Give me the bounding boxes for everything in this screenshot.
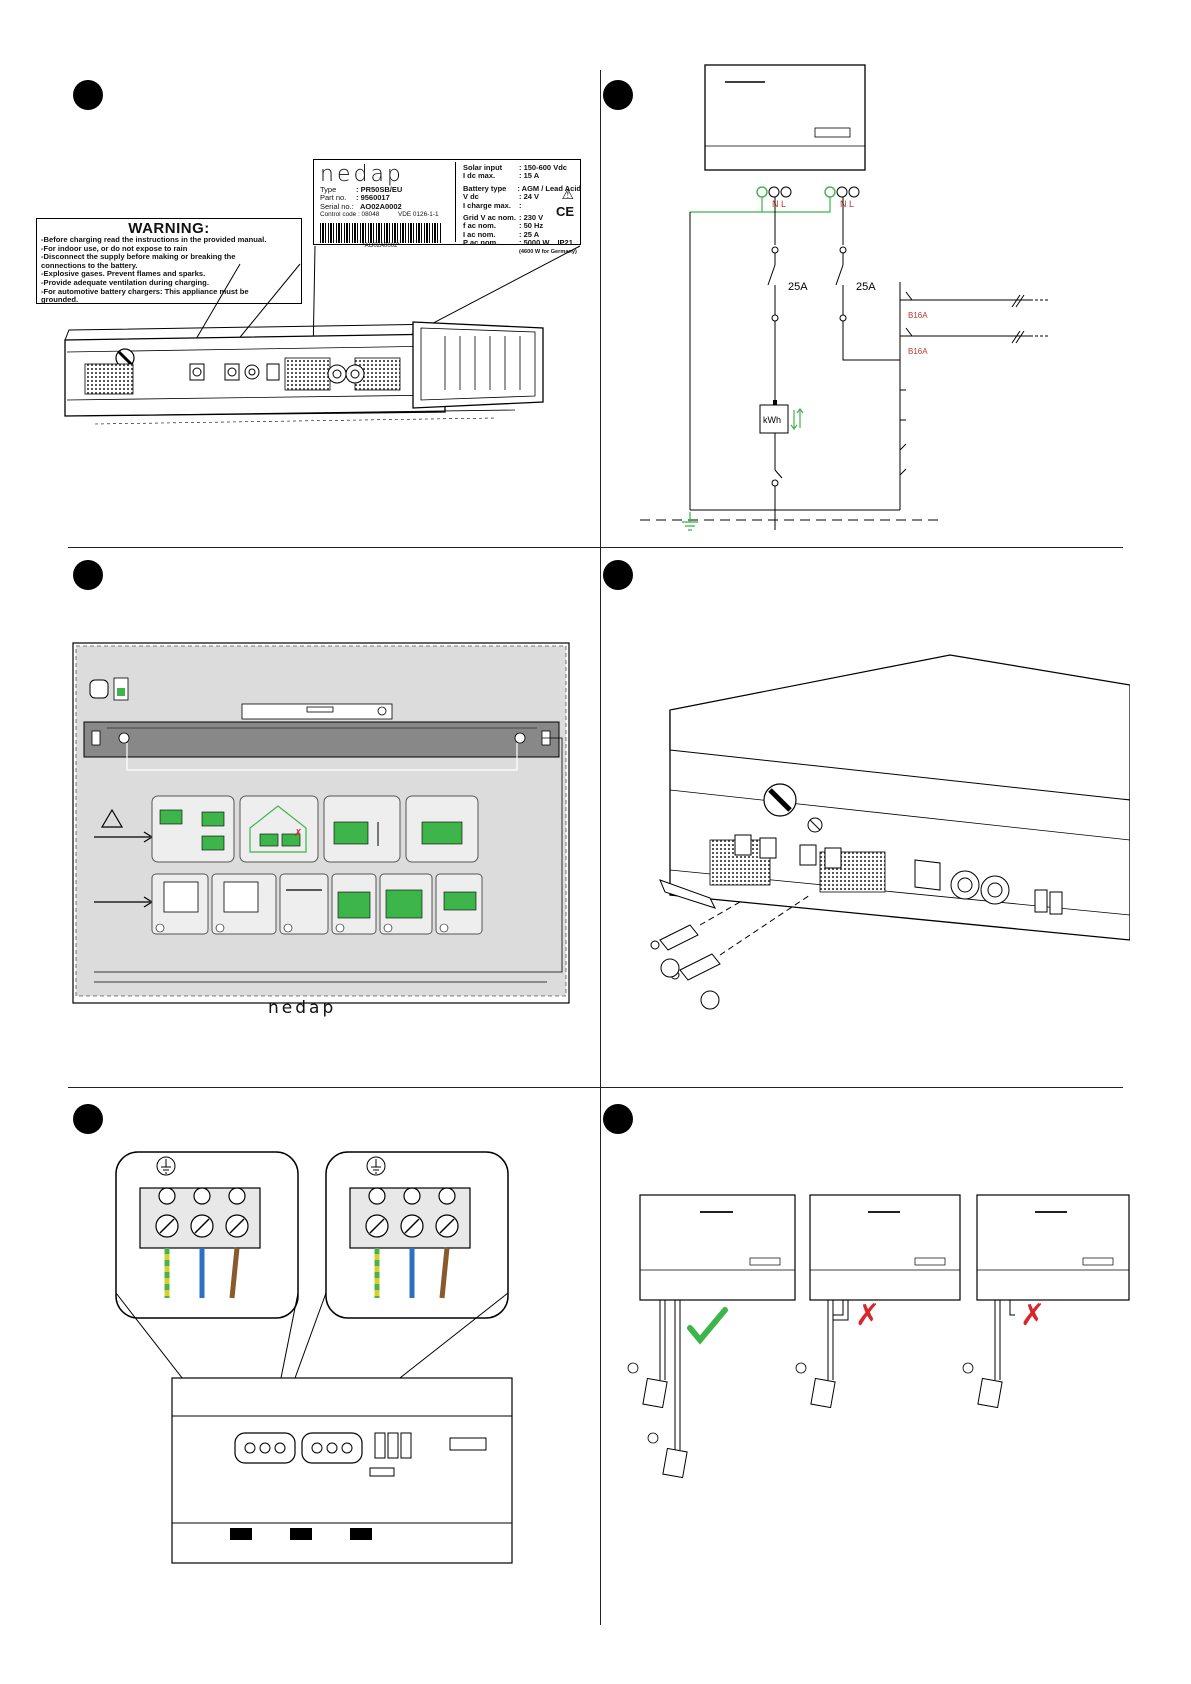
inverter-wrong-2: ✗ <box>962 1194 1130 1409</box>
solar-panel-icon <box>795 1362 836 1409</box>
inverter-unit <box>704 64 866 171</box>
warning-triangle-icon <box>100 808 124 828</box>
warning-line: -For automotive battery chargers: This a… <box>41 286 249 296</box>
control-key: Control code <box>320 211 357 219</box>
house-icon <box>249 805 307 853</box>
ground-icon <box>682 512 698 531</box>
warning-label: WARNING: -Before charging read the instr… <box>36 218 302 304</box>
serial-value: AO02A0002 <box>360 201 402 211</box>
spec-value: : 150-600 Vdc <box>519 163 567 172</box>
checkmark-icon <box>687 1307 728 1345</box>
spec-key: P ac nom. <box>463 238 499 248</box>
warning-line: grounded. <box>41 295 79 305</box>
earth-terminal-icon <box>756 186 768 198</box>
part-value: : 9560017 <box>356 193 390 203</box>
spec-key: I charge max. <box>463 200 511 210</box>
horizontal-divider-2 <box>68 1087 1123 1088</box>
device-front-view <box>64 245 581 425</box>
cross-icon: ✗ <box>294 828 302 839</box>
spec-key: I ac nom. <box>463 229 496 239</box>
warning-triangle-icon: ⚠ <box>561 186 574 202</box>
spec-key: f ac nom. <box>463 221 496 231</box>
inverter-correct <box>627 1194 796 1479</box>
kwh-meter <box>759 404 789 434</box>
fuse-top-label: B16A <box>908 311 928 320</box>
earth-icon <box>161 1159 171 1174</box>
type-plate: nedap Type: PR50SB/EU Part no.: 9560017 … <box>313 159 581 255</box>
part-key: Part no. <box>320 193 347 203</box>
solar-panel-icon <box>647 1432 688 1479</box>
breaker-right-label: 25A <box>856 281 876 293</box>
warning-line: -Explosive gases. Prevent flames and spa… <box>41 269 206 279</box>
wiring-diagram: N L N L 25A 25A B16A B16A kWh <box>640 64 1050 531</box>
terminal-block-left <box>139 1156 261 1299</box>
spec-value: : 5000 W <box>519 238 550 248</box>
spec-value: : 25 A <box>519 229 540 239</box>
serial-key: Serial no.: <box>320 201 354 211</box>
dc-connector-view <box>650 654 1130 1010</box>
brand-logo: nedap <box>320 162 404 187</box>
spec-value: : 230 V <box>519 213 544 223</box>
step-marker-4 <box>603 560 633 590</box>
step-marker-1 <box>73 80 103 110</box>
spec-value: : 50 Hz <box>519 221 544 231</box>
warning-line: -Provide adequate ventilation during cha… <box>41 277 209 287</box>
arrow-down-icon <box>790 410 798 430</box>
spec-key: Battery type <box>463 183 507 193</box>
fuse-bottom-label: B16A <box>908 347 928 356</box>
cross-icon: ✗ <box>1020 1299 1045 1332</box>
terminal-label-left: N L <box>772 199 786 209</box>
mounting-bracket <box>83 721 560 758</box>
step-marker-2 <box>603 80 633 110</box>
step-marker-6 <box>603 1104 633 1134</box>
step-marker-3 <box>73 560 103 590</box>
level-bar <box>241 703 393 720</box>
ce-mark: CE <box>555 204 574 219</box>
germany-note: (4600 W for Germany) <box>519 248 577 255</box>
terminal-block-right <box>349 1156 471 1299</box>
step-marker-5 <box>73 1104 103 1134</box>
string-configuration: ✗ ✗ <box>627 1194 1130 1479</box>
control-value: : 08048 <box>358 211 380 219</box>
vertical-divider <box>600 70 601 1625</box>
spec-key: Grid V ac nom. <box>463 213 516 223</box>
kwh-label: kWh <box>763 415 781 425</box>
spec-key: Solar input <box>463 163 503 172</box>
ip-rating: IP21 <box>557 238 573 248</box>
info-icon <box>89 679 109 699</box>
spec-value: : AGM / Lead Acid <box>517 183 581 193</box>
type-key: Type <box>320 185 337 194</box>
earth-terminal-icon <box>824 186 836 198</box>
barcode <box>320 222 442 243</box>
inverter-wrong-1: ✗ <box>795 1194 961 1409</box>
warning-line: -Before charging read the instructions i… <box>41 235 267 244</box>
warning-line: -Disconnect the supply before making or … <box>41 252 236 262</box>
breaker-left-label: 25A <box>788 281 808 293</box>
warning-line: connections to the battery. <box>41 260 138 270</box>
ac-terminal-view <box>115 1151 513 1564</box>
terminal-label-right: N L <box>840 199 854 209</box>
footer-brand-logo: nedap <box>268 998 337 1018</box>
installation-guide-sticker: ✗ <box>72 642 570 1004</box>
spec-value: : 24 V <box>519 192 540 202</box>
horizontal-divider-1 <box>68 547 1123 548</box>
spec-value: : 15 A <box>519 171 540 181</box>
vde-text: VDE 0126-1-1 <box>398 211 439 219</box>
cross-icon: ✗ <box>855 1299 880 1332</box>
arrow-up-icon <box>796 408 804 428</box>
warning-line: -For indoor use, or do not expose to rai… <box>41 243 188 253</box>
warning-title: WARNING: <box>128 220 210 237</box>
type-value: : PR50SB/EU <box>356 185 403 194</box>
spec-key: I dc max. <box>463 171 496 181</box>
spec-key: V dc <box>463 192 479 202</box>
solar-panel-icon <box>627 1362 668 1409</box>
barcode-text: *AO02A0002* <box>362 242 400 249</box>
earth-icon <box>371 1159 381 1174</box>
spec-value: : <box>519 200 522 210</box>
solar-panel-icon <box>962 1362 1003 1409</box>
